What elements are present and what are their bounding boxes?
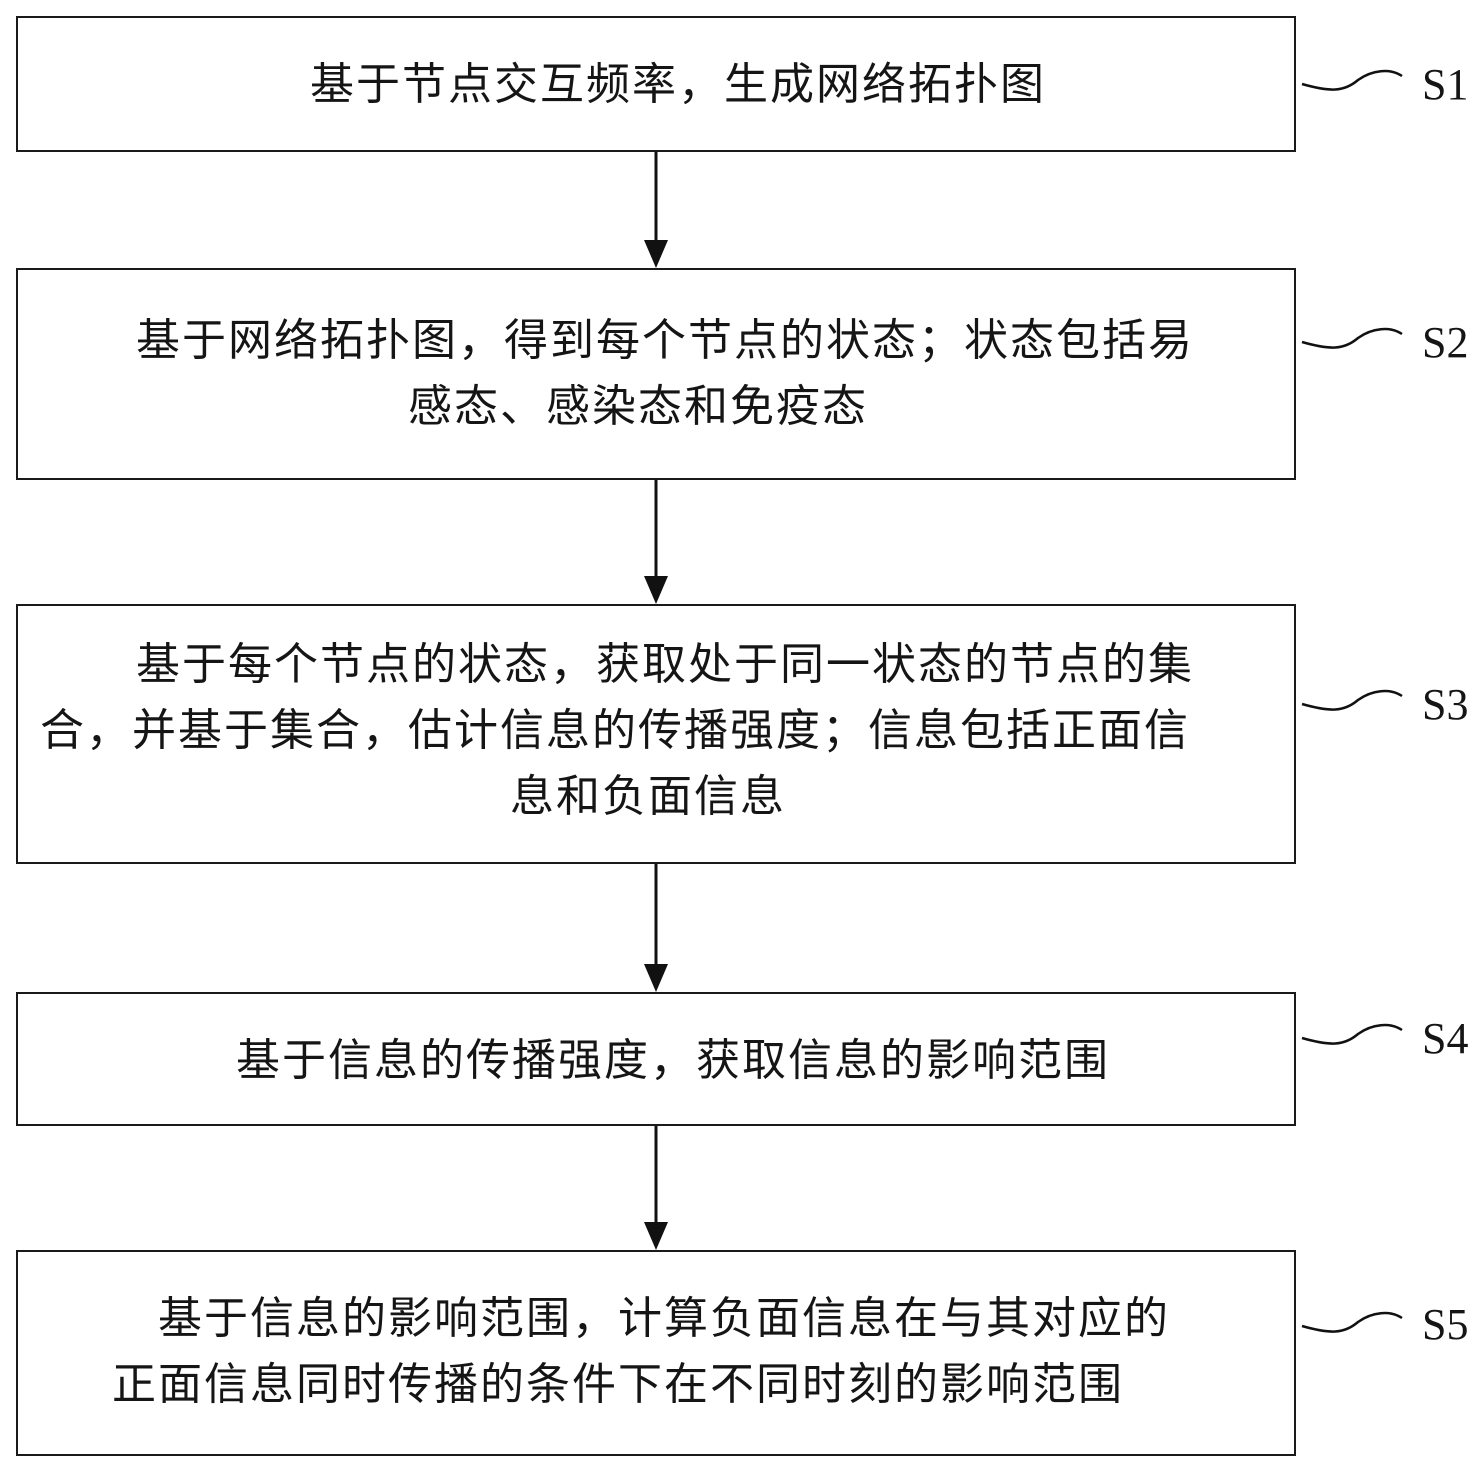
arrow-s2-s3 — [644, 480, 668, 604]
step-text-s3: 基于每个节点的状态，获取处于同一状态的节点的集 合，并基于集合，估计信息的传播强… — [40, 632, 1280, 830]
step-box-s3: 基于每个节点的状态，获取处于同一状态的节点的集 合，并基于集合，估计信息的传播强… — [16, 604, 1296, 864]
step-label-s2: S2 — [1422, 318, 1469, 367]
step-label-s1: S1 — [1422, 60, 1469, 109]
step-s3-line-1: 基于每个节点的状态，获取处于同一状态的节点的集 — [136, 639, 1194, 690]
step-s5-line-2: 正面信息同时传播的条件下在不同时刻的影响范围 — [112, 1359, 1124, 1410]
leader-s4 — [1301, 1023, 1403, 1045]
step-text-s1: 基于节点交互频率，生成网络拓扑图 — [310, 52, 1280, 118]
leader-s2 — [1301, 327, 1403, 349]
step-box-s1: 基于节点交互频率，生成网络拓扑图 — [16, 16, 1296, 152]
arrow-s3-s4 — [644, 864, 668, 992]
arrow-s4-s5 — [644, 1126, 668, 1250]
step-s5-line-1: 基于信息的影响范围，计算负面信息在与其对应的 — [158, 1293, 1170, 1344]
step-s1-line-1: 基于节点交互频率，生成网络拓扑图 — [310, 59, 1046, 110]
step-text-s5: 基于信息的影响范围，计算负面信息在与其对应的 正面信息同时传播的条件下在不同时刻… — [112, 1286, 1280, 1418]
leader-s3 — [1301, 689, 1403, 711]
step-text-s2: 基于网络拓扑图，得到每个节点的状态；状态包括易 感态、感染态和免疫态 — [136, 308, 1280, 440]
step-label-s5: S5 — [1422, 1300, 1469, 1349]
step-text-s4: 基于信息的传播强度，获取信息的影响范围 — [236, 1028, 1280, 1094]
step-box-s2: 基于网络拓扑图，得到每个节点的状态；状态包括易 感态、感染态和免疫态 — [16, 268, 1296, 480]
step-s3-line-3: 息和负面信息 — [510, 771, 786, 822]
step-label-s3: S3 — [1422, 680, 1469, 729]
step-s2-line-2: 感态、感染态和免疫态 — [408, 381, 868, 432]
leader-s1 — [1301, 69, 1403, 91]
step-s2-line-1: 基于网络拓扑图，得到每个节点的状态；状态包括易 — [136, 315, 1194, 366]
arrow-s1-s2 — [644, 151, 668, 268]
step-s4-line-1: 基于信息的传播强度，获取信息的影响范围 — [236, 1035, 1110, 1086]
step-s3-line-2: 合，并基于集合，估计信息的传播强度；信息包括正面信 — [40, 705, 1190, 756]
step-box-s5: 基于信息的影响范围，计算负面信息在与其对应的 正面信息同时传播的条件下在不同时刻… — [16, 1250, 1296, 1456]
step-box-s4: 基于信息的传播强度，获取信息的影响范围 — [16, 992, 1296, 1126]
step-label-s4: S4 — [1422, 1014, 1469, 1063]
leader-s5 — [1301, 1311, 1403, 1333]
